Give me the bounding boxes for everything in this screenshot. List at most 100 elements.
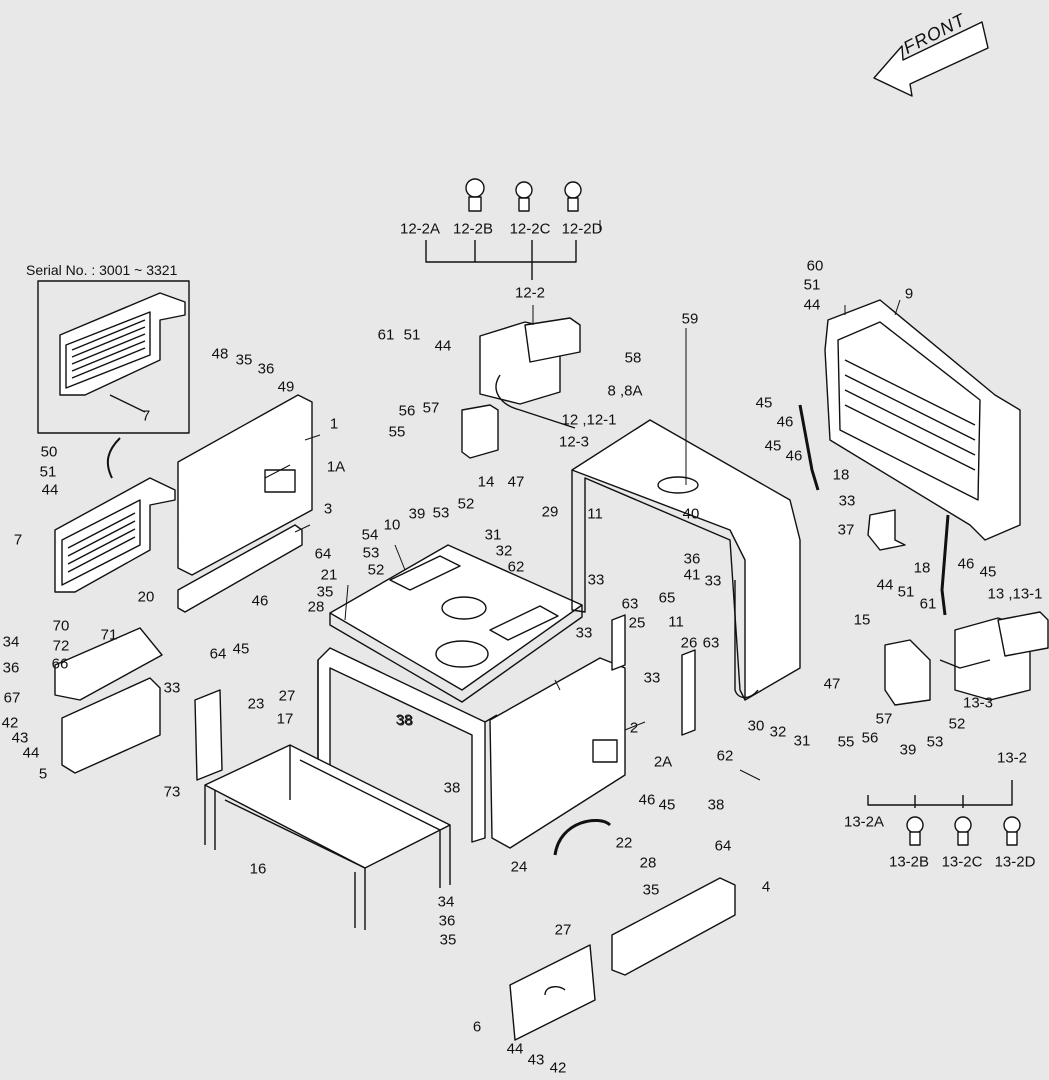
bracket-15 xyxy=(884,639,931,706)
callout-label: 44 xyxy=(434,337,452,355)
callout-label: 47 xyxy=(507,473,525,491)
callout-label: 44 xyxy=(506,1040,524,1058)
callout-label: 36 xyxy=(438,912,456,930)
callout-label: 10 xyxy=(383,516,401,534)
callout-label: 73 xyxy=(163,783,181,801)
callout-label: 56 xyxy=(861,729,879,747)
callout-label: 26 xyxy=(680,634,698,652)
callout-label: 11 xyxy=(668,613,684,631)
callout-label: 62 xyxy=(716,747,734,765)
callout-label: 30 xyxy=(747,717,765,735)
callout-label: 35 xyxy=(439,931,457,949)
callout-label: 36 xyxy=(683,550,701,568)
callout-label: 43 xyxy=(527,1051,545,1069)
bracket-37 xyxy=(867,509,906,551)
hood-top-10 xyxy=(329,544,583,703)
callout-label: 58 xyxy=(624,349,642,367)
callout-label: 53 xyxy=(432,504,450,522)
gas-spring-lower xyxy=(940,514,950,616)
callout-label: 45 xyxy=(658,796,676,814)
callout-label: 41 xyxy=(683,566,701,584)
callout-label: 20 xyxy=(137,588,155,606)
callout-label: 12-2B xyxy=(452,220,494,238)
callout-label: 33 xyxy=(163,679,181,697)
callout-label: 48 xyxy=(211,345,229,363)
callout-label: 46 xyxy=(638,791,656,809)
callout-label: 5 xyxy=(38,765,48,783)
callout-label: 17 xyxy=(276,710,294,728)
callout-label: 45 xyxy=(764,437,782,455)
callout-label: 51 xyxy=(803,276,821,294)
callout-label: 8 ,8A xyxy=(607,382,643,400)
gas-spring-upper xyxy=(798,404,820,491)
callout-label: 13-2 xyxy=(996,749,1028,767)
callout-label: 46 xyxy=(785,447,803,465)
callout-label: 40 xyxy=(682,505,700,523)
callout-label: 34 xyxy=(437,893,455,911)
callout-label: 1A xyxy=(326,458,346,476)
callout-label: 44 xyxy=(803,296,821,314)
callout-label: 1 xyxy=(329,415,339,433)
callout-label: 27 xyxy=(278,687,296,705)
callout-label: 52 xyxy=(948,715,966,733)
callout-label: 16 xyxy=(249,860,267,878)
callout-label: 31 xyxy=(793,732,811,750)
door-1 xyxy=(177,394,313,576)
callout-label: 13-3 xyxy=(962,694,994,712)
callout-label: 38 xyxy=(395,711,413,729)
callout-label: 34 xyxy=(2,633,20,651)
callout-label: 35 xyxy=(316,583,334,601)
callout-label: 47 xyxy=(823,675,841,693)
callout-label: 64 xyxy=(209,645,227,663)
callout-label: 2 xyxy=(629,719,639,737)
plate-6 xyxy=(509,944,596,1041)
callout-label: 62 xyxy=(507,558,525,576)
callout-label: 13-2D xyxy=(994,853,1036,871)
callout-label: 39 xyxy=(408,505,426,523)
callout-label: 57 xyxy=(422,399,440,417)
callout-label: 51 xyxy=(39,463,57,481)
inset-frame xyxy=(37,280,190,434)
callout-label: 43 xyxy=(11,729,29,747)
callout-label: 7 xyxy=(141,407,151,425)
callout-label: 11 xyxy=(587,505,603,523)
callout-label: 53 xyxy=(926,733,944,751)
callout-label: 13-2C xyxy=(941,853,983,871)
callout-label: 46 xyxy=(251,592,269,610)
plate-73 xyxy=(194,689,223,781)
callout-label: 33 xyxy=(704,572,722,590)
bracket-20 xyxy=(54,627,163,701)
callout-label: 23 xyxy=(247,695,265,713)
callout-label: 59 xyxy=(681,310,699,328)
callout-label: 64 xyxy=(314,545,332,563)
rail-3 xyxy=(177,524,303,613)
callout-label: 33 xyxy=(587,571,605,589)
callout-label: 13-2B xyxy=(888,853,930,871)
callout-label: 72 xyxy=(52,637,70,655)
callout-label: 56 xyxy=(398,402,416,420)
callout-label: 28 xyxy=(639,854,657,872)
rail-4 xyxy=(611,877,736,976)
callout-label: 39 xyxy=(899,741,917,759)
bracket-26 xyxy=(681,649,696,736)
callout-label: 60 xyxy=(806,257,824,275)
callout-label: 18 xyxy=(913,559,931,577)
callout-label: 65 xyxy=(658,589,676,607)
callout-label: 42 xyxy=(549,1059,567,1077)
stand-16 xyxy=(204,744,451,930)
callout-label: 45 xyxy=(232,640,250,658)
callout-label: 22 xyxy=(615,834,633,852)
front-arrow-icon xyxy=(873,21,989,97)
callout-label: 63 xyxy=(621,595,639,613)
rear-lamp-left xyxy=(479,317,581,429)
plate-5 xyxy=(61,677,161,774)
handle-22 xyxy=(553,818,612,856)
callout-label: 33 xyxy=(575,624,593,642)
variant-arrow xyxy=(106,437,121,479)
bulbs-13-2 xyxy=(867,780,1021,846)
callout-label: 9 xyxy=(904,285,914,303)
callout-label: 51 xyxy=(897,583,915,601)
callout-label: 4 xyxy=(761,878,771,896)
callout-label: 38 xyxy=(707,796,725,814)
